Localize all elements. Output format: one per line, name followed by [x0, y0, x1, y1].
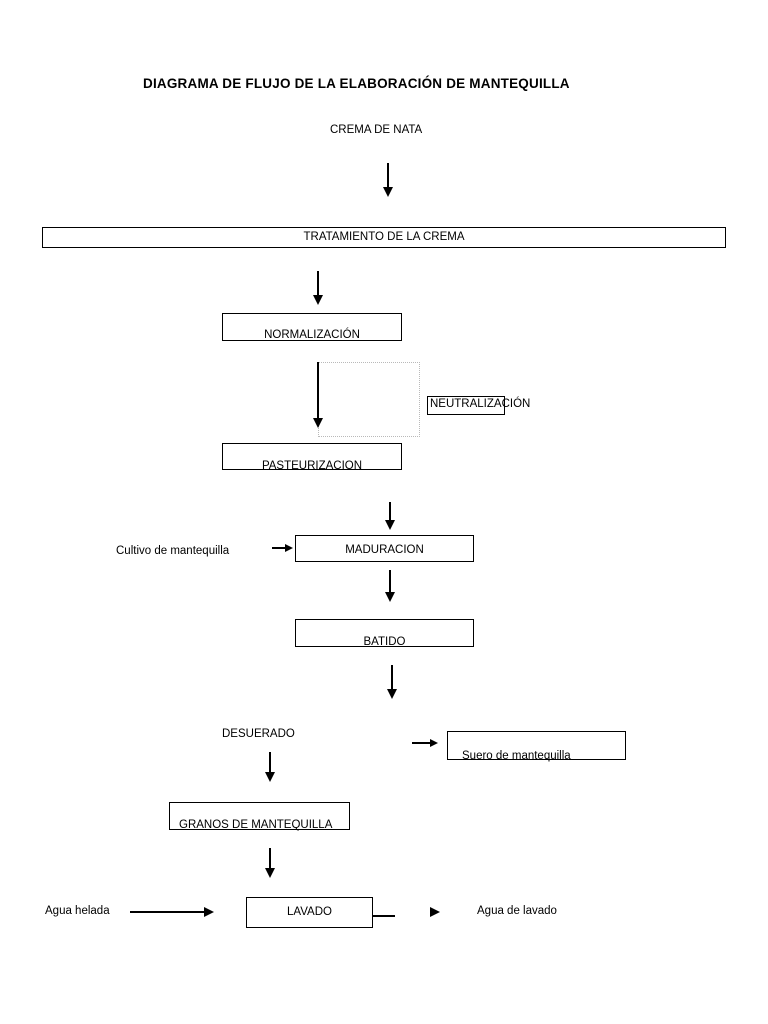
arrowhead-tratamiento-to-normalizacion [313, 295, 323, 305]
connector-tratamiento-to-normalizacion [317, 271, 319, 297]
node-granos-label: GRANOS DE MANTEQUILLA [179, 819, 333, 831]
node-lavado-label: LAVADO [287, 906, 332, 918]
output-suero-label: Suero de mantequilla [462, 750, 571, 762]
output-agua-de-lavado: Agua de lavado [477, 905, 557, 917]
input-agua-helada: Agua helada [45, 905, 110, 917]
node-pasteurizacion[interactable]: PASTEURIZACION [222, 443, 402, 472]
node-maduracion-label: MADURACION [345, 544, 424, 556]
node-tratamiento-label: TRATAMIENTO DE LA CREMA [303, 231, 465, 243]
arrowhead-granos-to-lavado [265, 868, 275, 878]
node-lavado[interactable]: LAVADO [246, 897, 373, 928]
node-normalizacion-label: NORMALIZACIÓN [264, 329, 360, 341]
node-neutralizacion-partial-box [427, 396, 505, 415]
connector-maduracion-to-batido [389, 570, 391, 594]
ghost-branch-outline [318, 362, 420, 437]
arrowhead-agua-helada-to-lavado [204, 907, 214, 917]
arrowhead-pasteurizacion-to-maduracion [385, 520, 395, 530]
connector-pasteurizacion-to-maduracion [389, 502, 391, 522]
arrowhead-batido-to-desuerado [387, 689, 397, 699]
node-maduracion[interactable]: MADURACION [295, 535, 474, 562]
input-cultivo-de-mantequilla: Cultivo de mantequilla [116, 545, 230, 557]
arrowhead-desuerado-to-granos [265, 772, 275, 782]
node-normalizacion[interactable]: NORMALIZACIÓN [222, 313, 402, 341]
node-pasteurizacion-label: PASTEURIZACION [261, 460, 363, 472]
arrowhead-desuerado-to-suero [430, 739, 438, 747]
connector-desuerado-to-granos [269, 752, 271, 774]
connector-batido-to-desuerado [391, 665, 393, 691]
arrowhead-maduracion-to-batido [385, 592, 395, 602]
output-suero-de-mantequilla[interactable]: Suero de mantequilla [447, 731, 626, 762]
arrowhead-cultivo-to-maduracion [285, 544, 293, 552]
node-tratamiento-de-la-crema[interactable]: TRATAMIENTO DE LA CREMA [42, 227, 726, 248]
connector-normalizacion-to-pasteurizacion [317, 362, 319, 420]
node-neutralizacion-label: NEUTRALIZACIÓN [430, 398, 531, 410]
arrowhead-lavado-to-agua-de-lavado [430, 907, 440, 917]
node-granos-de-mantequilla[interactable]: GRANOS DE MANTEQUILLA [169, 802, 350, 831]
connector-desuerado-to-suero [412, 742, 432, 744]
start-label-crema-de-nata: CREMA DE NATA [330, 124, 423, 136]
arrowhead-normalizacion-to-pasteurizacion [313, 418, 323, 428]
connector-agua-helada-to-lavado [130, 911, 205, 913]
node-desuerado[interactable]: DESUERADO [222, 728, 295, 740]
node-batido[interactable]: BATIDO [295, 619, 474, 648]
page-title: DIAGRAMA DE FLUJO DE LA ELABORACIÓN DE M… [143, 76, 570, 91]
arrowhead-crema-to-tratamiento [383, 187, 393, 197]
connector-lavado-to-agua-de-lavado [373, 915, 395, 917]
connector-crema-to-tratamiento [387, 163, 389, 189]
node-batido-label: BATIDO [363, 636, 406, 648]
connector-cultivo-to-maduracion [272, 547, 286, 549]
connector-granos-to-lavado [269, 848, 271, 870]
